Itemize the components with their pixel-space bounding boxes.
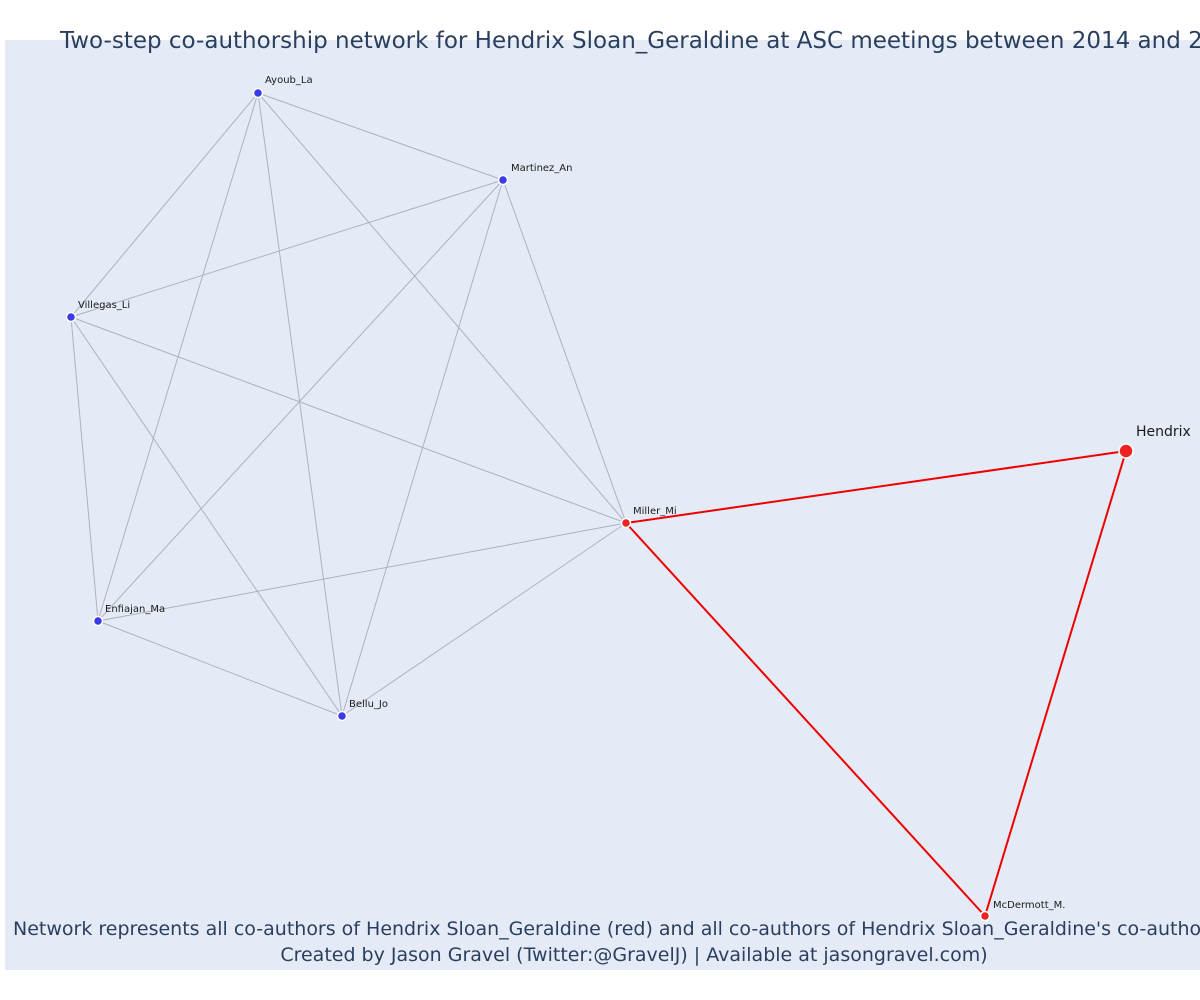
- node-label-bellu: Bellu_Jo: [349, 699, 388, 710]
- edge-martinez-enfiajan: [97, 179, 504, 622]
- node-label-enfiajan: Enfiajan_Ma: [105, 604, 165, 615]
- edge-bellu-miller: [341, 522, 627, 717]
- node-miller[interactable]: [620, 517, 632, 529]
- node-label-miller: Miller_Mi: [633, 506, 677, 517]
- node-mcdermott[interactable]: [979, 910, 991, 922]
- edges-layer: [70, 92, 1127, 917]
- edge-ayoub-miller: [257, 92, 627, 524]
- node-label-martinez: Martinez_An: [511, 163, 572, 174]
- edge-hendrix-mcdermott: [984, 450, 1127, 917]
- figure-title: Two-step co-authorship network for Hendr…: [60, 28, 1200, 54]
- edge-ayoub-bellu: [257, 92, 343, 717]
- edge-villegas-enfiajan: [70, 316, 99, 622]
- edge-martinez-villegas: [70, 179, 504, 318]
- node-bellu[interactable]: [336, 710, 348, 722]
- node-label-villegas: Villegas_Li: [78, 300, 130, 311]
- edge-ayoub-villegas: [70, 92, 259, 318]
- node-villegas[interactable]: [65, 311, 77, 323]
- edge-miller-mcdermott: [625, 522, 986, 917]
- caption-line-2: Created by Jason Gravel (Twitter:@Gravel…: [280, 944, 988, 966]
- edge-villegas-miller: [70, 316, 627, 524]
- node-label-mcdermott: McDermott_M.: [993, 900, 1065, 911]
- edge-enfiajan-miller: [97, 522, 627, 622]
- caption-line-1: Network represents all co-authors of Hen…: [13, 918, 1200, 940]
- edge-hendrix-miller: [625, 450, 1127, 524]
- edge-martinez-miller: [502, 179, 627, 524]
- node-enfiajan[interactable]: [92, 615, 104, 627]
- node-label-hendrix: Hendrix: [1136, 424, 1191, 440]
- edge-villegas-bellu: [70, 316, 343, 717]
- node-martinez[interactable]: [497, 174, 509, 186]
- edge-enfiajan-bellu: [97, 620, 343, 717]
- node-ayoub[interactable]: [252, 87, 264, 99]
- edge-ayoub-martinez: [257, 92, 504, 181]
- nodes-layer: [65, 87, 1134, 922]
- node-label-ayoub: Ayoub_La: [265, 75, 313, 86]
- node-hendrix[interactable]: [1118, 443, 1134, 459]
